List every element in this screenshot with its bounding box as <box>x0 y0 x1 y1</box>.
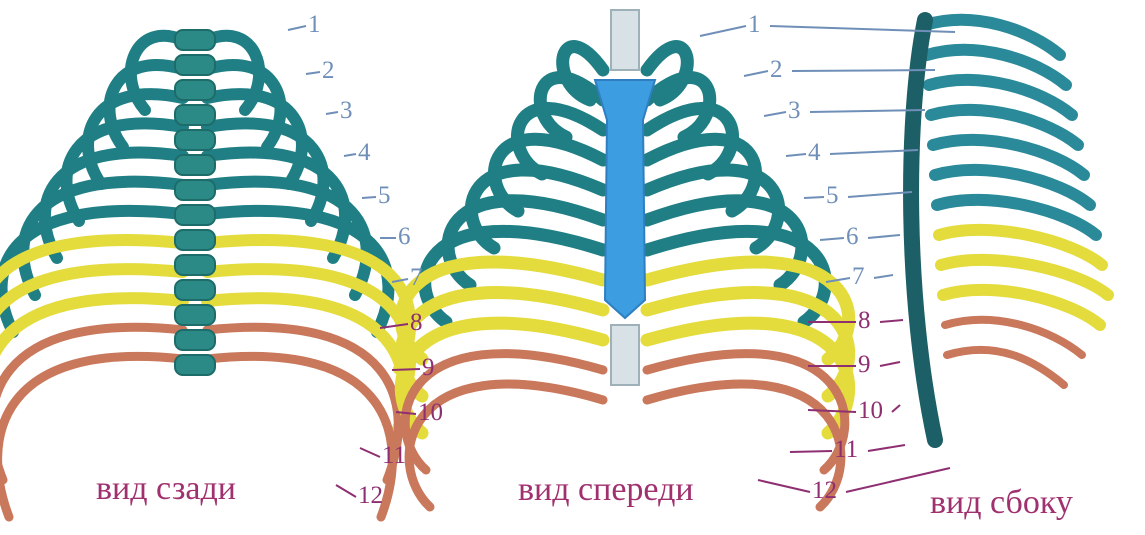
front-leader-line <box>786 154 806 156</box>
caption-side-view: вид сбоку <box>930 486 1073 520</box>
caption-back-view: вид сзади <box>96 472 236 506</box>
front-rib-number: 12 <box>812 478 837 503</box>
vertebra <box>175 130 215 150</box>
back-leader-line <box>344 154 356 156</box>
back-rib-number: 7 <box>410 265 423 290</box>
front-rib-number: 2 <box>770 57 783 82</box>
back-leader-line <box>392 369 420 370</box>
side-leader-line <box>848 192 912 197</box>
back-leader-line <box>288 26 306 30</box>
front-rib-number: 7 <box>852 264 865 289</box>
front-rib-number: 11 <box>834 437 858 462</box>
back-right-rib <box>207 94 302 184</box>
side-leader-line <box>792 70 935 71</box>
back-rib-number: 4 <box>358 140 371 165</box>
back-leader-line <box>360 448 380 457</box>
back-rib-number: 8 <box>410 310 423 335</box>
vertebra <box>175 330 215 350</box>
back-left-rib <box>0 298 183 443</box>
back-rib-number: 3 <box>340 98 353 123</box>
side-leader-line <box>868 445 905 451</box>
vertebra <box>175 305 215 325</box>
vertebra <box>175 255 215 275</box>
vertebra <box>175 180 215 200</box>
vertebra <box>175 280 215 300</box>
front-rib-number: 1 <box>748 12 761 37</box>
vertebra <box>175 155 215 175</box>
back-rib-number: 10 <box>418 400 443 425</box>
back-rib-number: 12 <box>358 483 383 508</box>
front-rib-number: 9 <box>858 352 871 377</box>
front-rib-number: 4 <box>808 140 821 165</box>
side-leader-line <box>874 275 893 278</box>
front-leader-line <box>744 71 768 76</box>
front-leader-line <box>790 451 832 452</box>
spine-top <box>611 10 639 70</box>
side-leader-line <box>880 362 900 366</box>
vertebra <box>175 230 215 250</box>
front-rib-number: 3 <box>788 98 801 123</box>
back-rib-number: 9 <box>422 355 435 380</box>
vertebra <box>175 355 215 375</box>
back-right-rib <box>207 327 398 480</box>
spine-bottom <box>611 325 639 385</box>
side-leader-line <box>868 235 900 238</box>
back-rib-number: 11 <box>382 443 406 468</box>
front-rib-number: 10 <box>858 398 883 423</box>
front-rib-number: 6 <box>846 224 859 249</box>
front-leader-line <box>758 480 810 492</box>
front-right-rib <box>647 323 849 433</box>
front-leader-line <box>764 112 786 116</box>
front-rib-number: 5 <box>826 183 839 208</box>
back-leader-line <box>326 112 338 114</box>
back-right-rib <box>207 298 404 443</box>
front-right-rib <box>647 354 845 470</box>
back-rib-number: 1 <box>308 12 321 37</box>
front-leader-line <box>804 197 824 198</box>
front-rib-number: 8 <box>858 308 871 333</box>
vertebra <box>175 30 215 50</box>
side-rib <box>947 350 1064 385</box>
vertebra <box>175 55 215 75</box>
side-view-ribcage <box>911 20 1108 440</box>
back-leader-line <box>362 197 376 198</box>
back-leader-line <box>306 72 320 74</box>
back-left-rib <box>88 94 183 184</box>
caption-front-view: вид спереди <box>518 473 694 507</box>
front-leader-line <box>820 238 844 240</box>
vertebra <box>175 80 215 100</box>
side-leader-line <box>880 320 903 322</box>
back-rib-number: 6 <box>398 224 411 249</box>
front-view-ribcage <box>401 10 848 507</box>
side-leader-line <box>892 405 900 412</box>
back-rib-number: 2 <box>322 58 335 83</box>
back-rib-number: 5 <box>378 183 391 208</box>
vertebra <box>175 205 215 225</box>
back-left-rib <box>0 327 183 480</box>
back-leader-line <box>336 485 356 497</box>
vertebra <box>175 105 215 125</box>
front-leader-line <box>700 26 746 36</box>
